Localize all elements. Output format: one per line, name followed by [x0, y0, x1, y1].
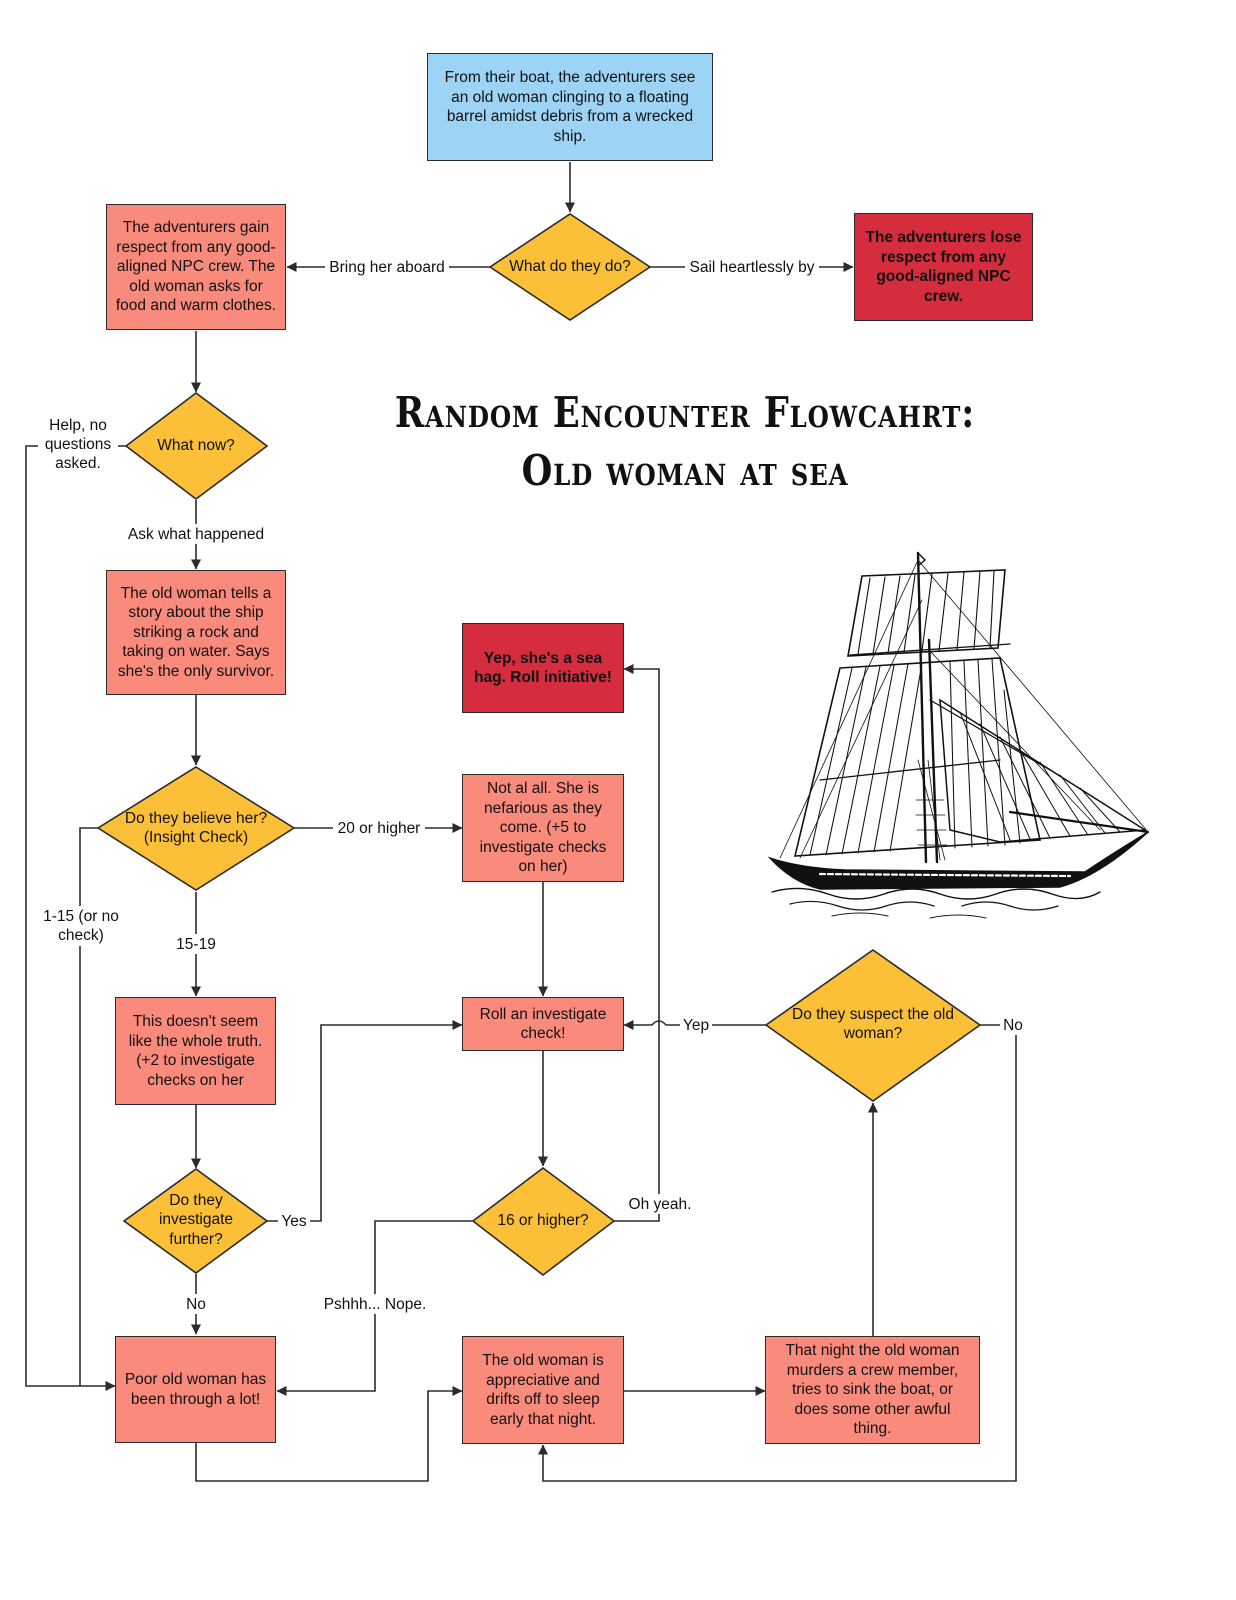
what-now-text: What now?	[157, 437, 235, 455]
label-yes-investigate: Yes	[278, 1211, 310, 1231]
poor-old-woman-box: Poor old woman has been through a lot!	[115, 1336, 276, 1443]
label-bring-her-aboard: Bring her aboard	[325, 257, 449, 277]
suspect-text: Do they suspect the old woman?	[792, 1005, 954, 1043]
story-box: The old woman tells a story about the sh…	[106, 570, 286, 695]
label-one-to-fifteen: 1-15 (or no check)	[30, 906, 132, 946]
edge-one-to-fifteen	[79, 827, 98, 1386]
decision-investigate-further	[122, 1168, 269, 1274]
edge-oh-yeah	[614, 664, 660, 1222]
label-ask-what-happened: Ask what happened	[120, 524, 272, 544]
edge-poor-old-woman-to-appreciative	[195, 1386, 463, 1482]
page-title: Random Encounter Flowcahrt: Old woman at…	[362, 384, 1009, 500]
label-nope: Pshhh... Nope.	[318, 1294, 432, 1314]
sailing-ship-icon	[767, 551, 1150, 919]
start-box: From their boat, the adventurers see an …	[427, 53, 713, 161]
title-line-2: Old woman at sea	[521, 446, 849, 495]
decision-what-now	[124, 391, 269, 501]
decision-suspect	[764, 949, 982, 1102]
not-at-all-box: Not al all. She is nefarious as they com…	[462, 774, 624, 882]
label-no-investigate: No	[182, 1294, 210, 1314]
sea-hag-box: Yep, she's a sea hag. Roll initiative!	[462, 623, 624, 713]
label-fifteen-nineteen: 15-19	[172, 934, 220, 954]
gain-respect-box: The adventurers gain respect from any go…	[106, 204, 286, 330]
label-help-no-questions: Help, no questions asked.	[38, 414, 118, 474]
label-twenty-or-higher: 20 or higher	[333, 818, 425, 838]
sixteen-or-higher-text: 16 or higher?	[497, 1212, 589, 1230]
label-sail-heartlessly-by: Sail heartlessly by	[685, 257, 819, 277]
label-yep: Yep	[680, 1015, 712, 1035]
murders-box: That night the old woman murders a crew …	[765, 1336, 980, 1444]
investigate-further-text: Do they investigate further?	[158, 1191, 234, 1248]
believe-her-text: Do they believe her? (Insight Check)	[124, 809, 268, 847]
decision-what-do-they-do	[488, 213, 652, 321]
decision-believe-her	[96, 766, 296, 891]
appreciative-box: The old woman is appreciative and drifts…	[462, 1336, 624, 1444]
what-do-they-do-text: What do they do?	[509, 258, 631, 276]
lose-respect-box: The adventurers lose respect from any go…	[854, 213, 1033, 321]
label-oh-yeah: Oh yeah.	[624, 1194, 696, 1214]
edge-yes-investigate	[267, 1020, 463, 1222]
title-line-1: Random Encounter Flowcahrt:	[394, 388, 976, 437]
whole-truth-box: This doesn't seem like the whole truth. …	[115, 997, 276, 1105]
label-no-suspect: No	[1000, 1015, 1026, 1035]
decision-sixteen-or-higher	[471, 1166, 616, 1277]
roll-investigate-box: Roll an investigate check!	[462, 997, 624, 1051]
